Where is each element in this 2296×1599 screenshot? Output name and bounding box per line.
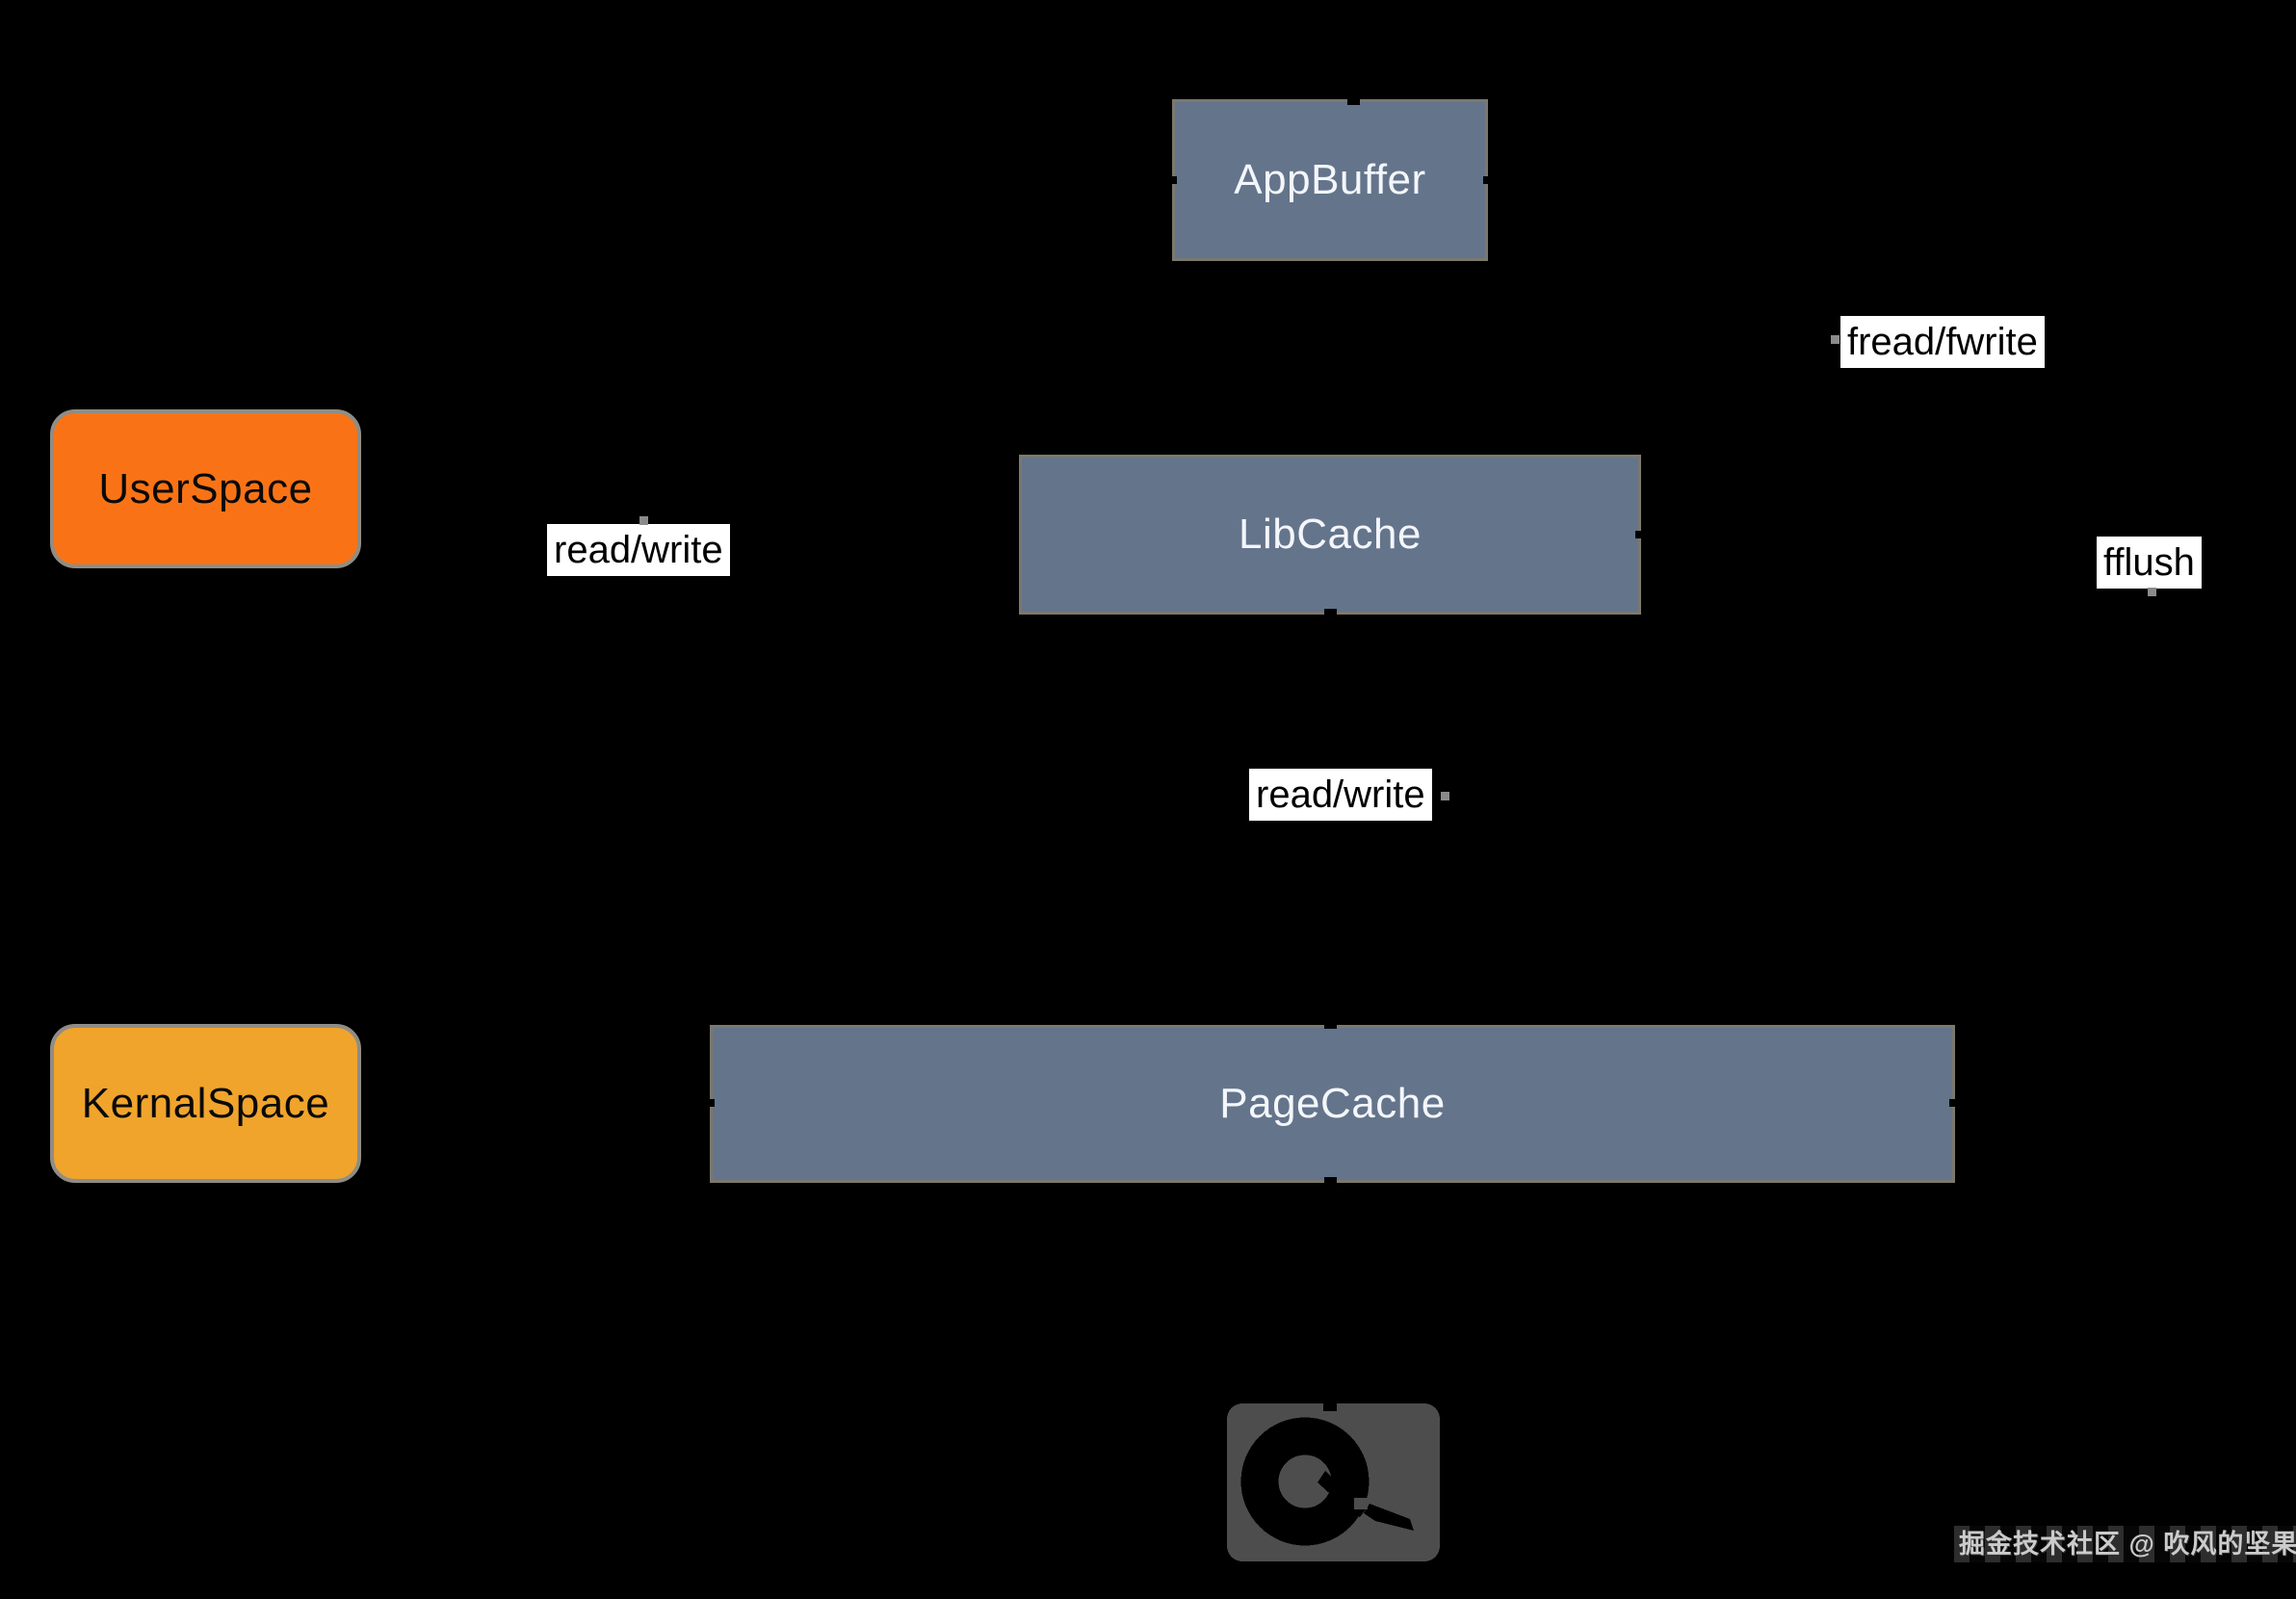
connector-arrowhead: [639, 516, 648, 525]
connector-stub: [1324, 609, 1337, 617]
node-pagecache-label: PageCache: [1219, 1080, 1446, 1127]
connector-stub: [1324, 1020, 1337, 1029]
disk-icon: [1227, 1402, 1440, 1561]
connector-arrowhead: [1441, 792, 1449, 800]
connector-stub: [706, 1099, 715, 1107]
connector-stub: [1635, 531, 1644, 538]
connector-arrowhead: [1831, 335, 1839, 344]
connector-stub: [1324, 1177, 1337, 1186]
connector-stub: [1483, 176, 1491, 184]
edge-label-fread-fwrite: fread/fwrite: [1840, 316, 2045, 368]
edge-label-read-write-center: read/write: [1249, 769, 1432, 821]
node-libcache-label: LibCache: [1239, 511, 1422, 558]
node-appbuffer-label: AppBuffer: [1234, 156, 1426, 203]
node-kernalspace-label: KernalSpace: [81, 1079, 330, 1127]
node-userspace: UserSpace: [50, 409, 361, 568]
connector-stub: [1168, 176, 1177, 184]
edge-label-read-write-left: read/write: [547, 524, 730, 576]
node-appbuffer: AppBuffer: [1172, 99, 1488, 261]
node-pagecache: PageCache: [710, 1025, 1955, 1183]
edge-label-fflush: fflush: [2097, 537, 2202, 589]
node-userspace-label: UserSpace: [98, 464, 313, 512]
watermark: 掘金技术社区 @ 吹风的坚果: [1954, 1526, 2296, 1562]
connector-arrowhead: [2148, 588, 2156, 596]
node-libcache: LibCache: [1019, 455, 1641, 615]
connector-stub: [1949, 1099, 1958, 1107]
connector-stub: [1347, 96, 1360, 105]
node-kernalspace: KernalSpace: [50, 1024, 361, 1183]
